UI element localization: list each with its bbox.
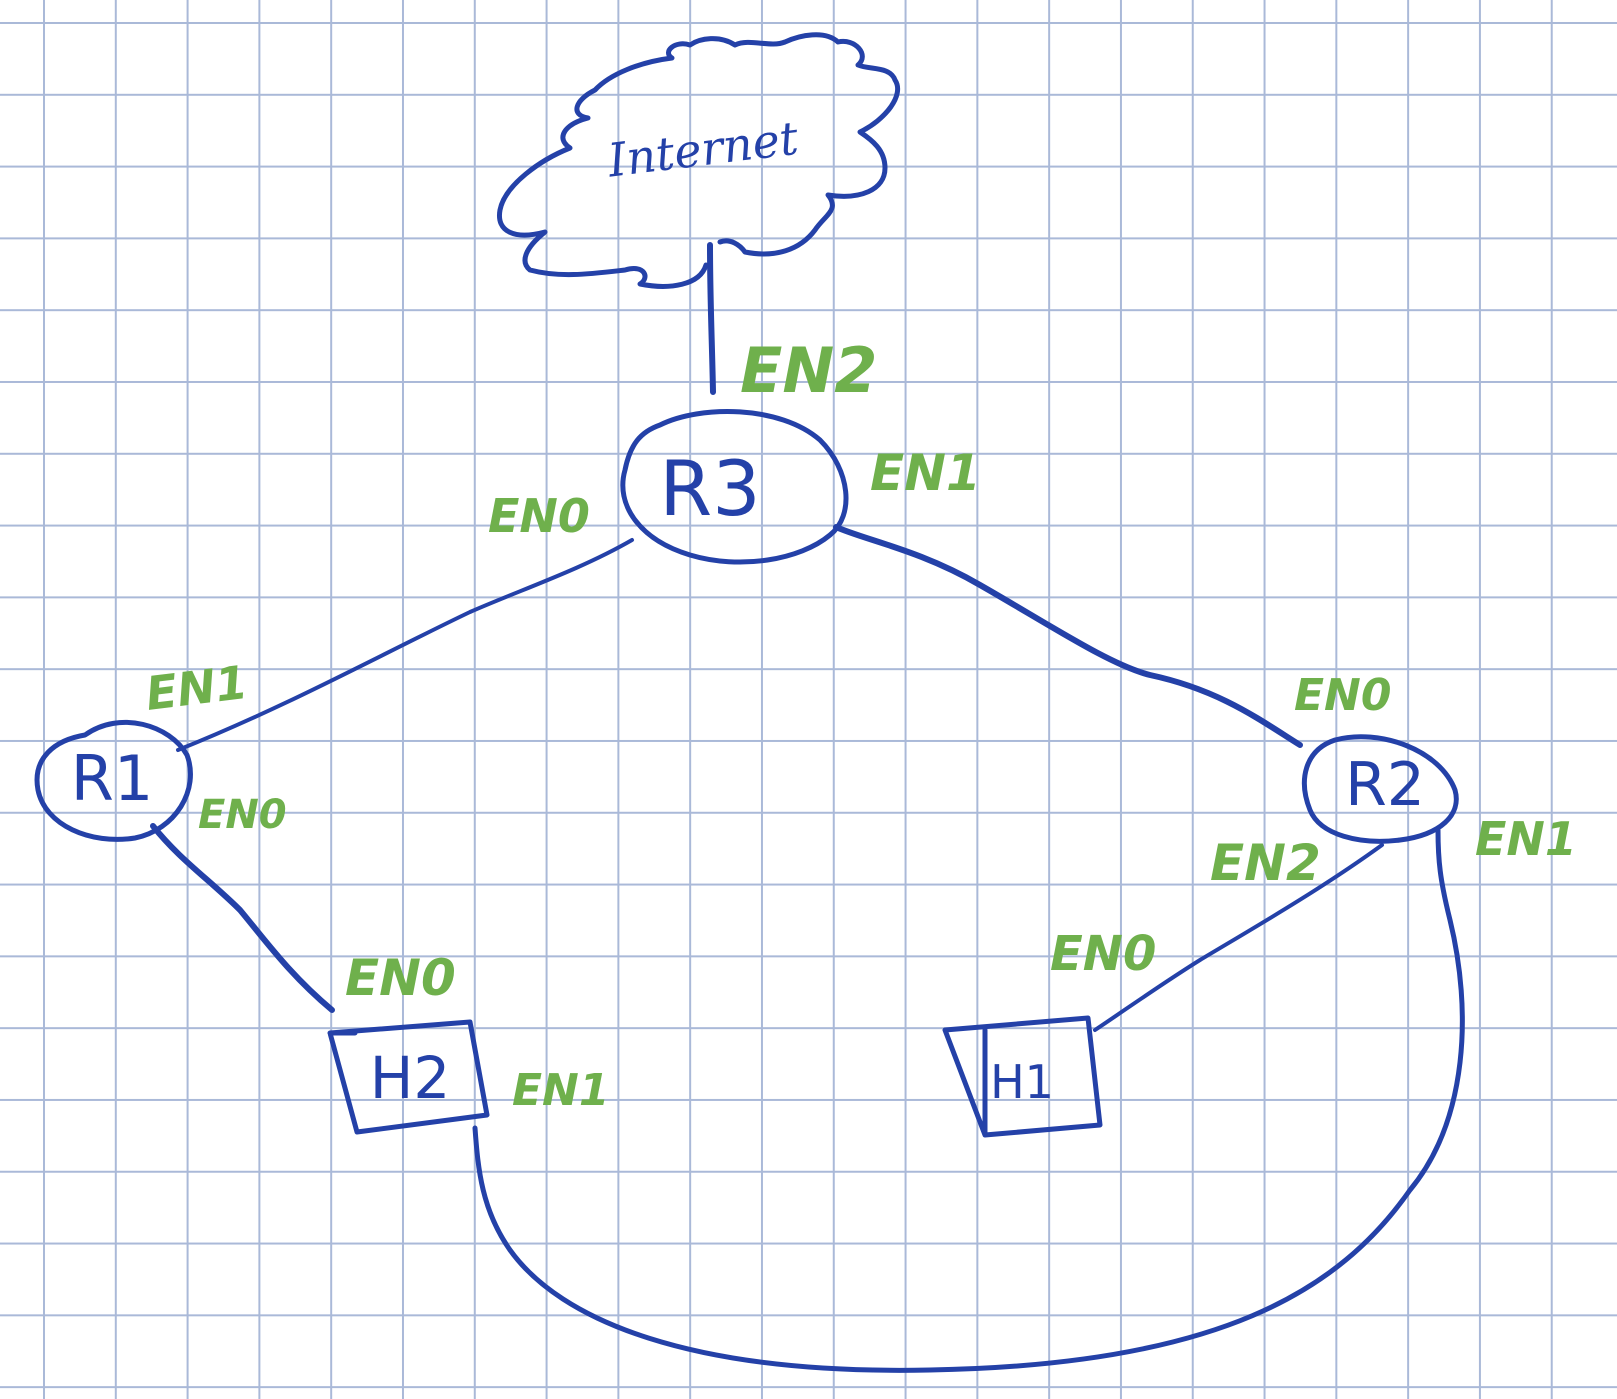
port-label-r3-en1: EN1 (870, 444, 981, 502)
port-label-r1-en0: EN0 (198, 792, 287, 838)
link-r3-internet (707, 242, 716, 395)
host-h1: H1 (942, 1015, 1103, 1138)
router-r1-label: R1 (71, 742, 154, 815)
host-h1-shape (942, 1015, 1103, 1138)
port-label-r1-en1: EN1 (143, 655, 251, 721)
port-label-h2-en0: EN0 (345, 949, 456, 1007)
router-r2-shape (1301, 734, 1459, 844)
port-label-h1-en0: EN0 (1050, 926, 1156, 982)
port-label-r2-en2: EN2 (1210, 834, 1321, 892)
internet-label: Internet (604, 111, 801, 188)
port-label-r2-en0: EN0 (1294, 670, 1392, 721)
router-r3-shape (620, 408, 849, 565)
port-label-h2-en1: EN1 (512, 1065, 610, 1116)
port-label-r2-en1: EN1 (1475, 812, 1577, 866)
link-r1-h2 (150, 823, 335, 1013)
router-r2: R2 (1301, 734, 1459, 844)
host-h2-shape (327, 1019, 490, 1135)
link-r2-h1 (1093, 843, 1384, 1032)
router-r3: R3 (620, 408, 849, 565)
router-r2-label: R2 (1345, 750, 1425, 820)
router-r3-label: R3 (659, 444, 760, 533)
port-label-r3-en2: EN2 (740, 334, 877, 407)
host-h2-label: H2 (370, 1044, 451, 1112)
router-r1-shape (34, 719, 193, 842)
link-r2-h2 (472, 827, 1465, 1373)
link-r3-r1 (176, 538, 634, 752)
link-r3-r2 (833, 524, 1303, 748)
host-h2: H2 (327, 1019, 490, 1135)
port-label-r3-en0: EN0 (488, 489, 590, 543)
host-h1-label: H1 (990, 1055, 1054, 1109)
router-r1: R1 (34, 719, 193, 842)
cloud-shape (497, 32, 900, 289)
internet-cloud: Internet (497, 32, 900, 289)
